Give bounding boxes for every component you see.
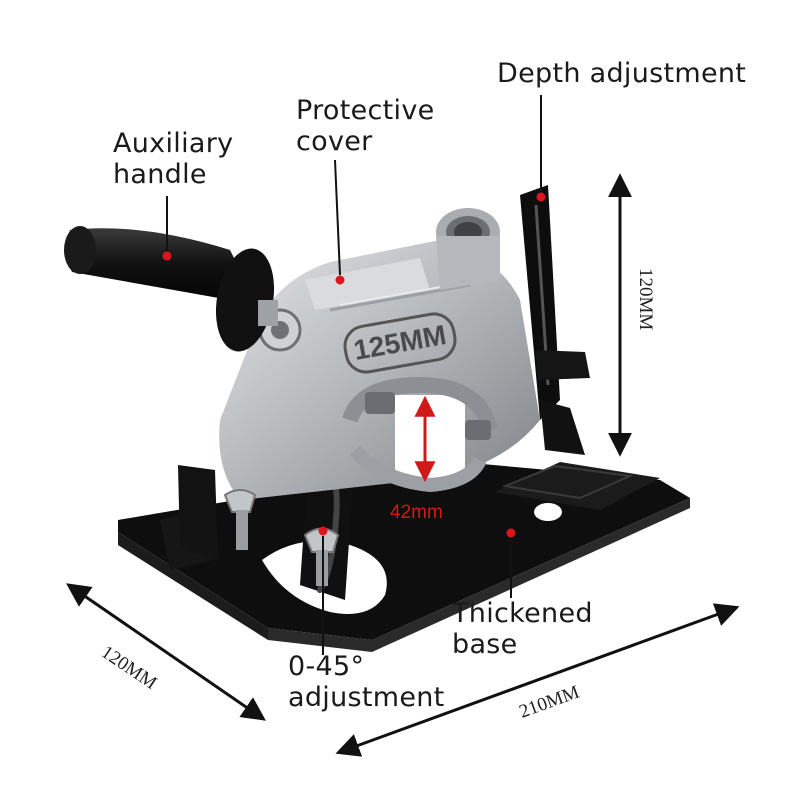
wing-nut-left xyxy=(223,489,257,550)
label-auxiliary-handle: Auxiliary handle xyxy=(113,128,234,190)
label-angle-adjustment: 0-45° adjustment xyxy=(288,651,445,713)
marker-dot-angle xyxy=(318,526,328,536)
label-depth-adjustment: Depth adjustment xyxy=(497,58,747,89)
auxiliary-handle xyxy=(64,226,278,352)
depth-dimension-arrow xyxy=(66,583,266,721)
protective-cover: 125MM xyxy=(219,208,540,500)
opening-dimension-value: 42mm xyxy=(390,502,443,523)
marker-dot-depth xyxy=(536,192,546,202)
label-protective-cover: Protective cover xyxy=(296,95,435,157)
length-dimension-value: 210MM xyxy=(517,682,583,723)
marker-dot-base xyxy=(506,528,516,538)
leader-cover xyxy=(334,159,341,276)
length-dimension-arrow xyxy=(335,603,740,757)
marker-dot-handle xyxy=(162,251,172,261)
label-thickened-base: Thickened base xyxy=(452,598,593,660)
marker-dot-cover xyxy=(335,275,345,285)
depth-adjustment-arm xyxy=(520,185,590,455)
height-dimension-value: 120MM xyxy=(635,268,656,330)
depth-dimension-value: 120MM xyxy=(97,642,160,694)
